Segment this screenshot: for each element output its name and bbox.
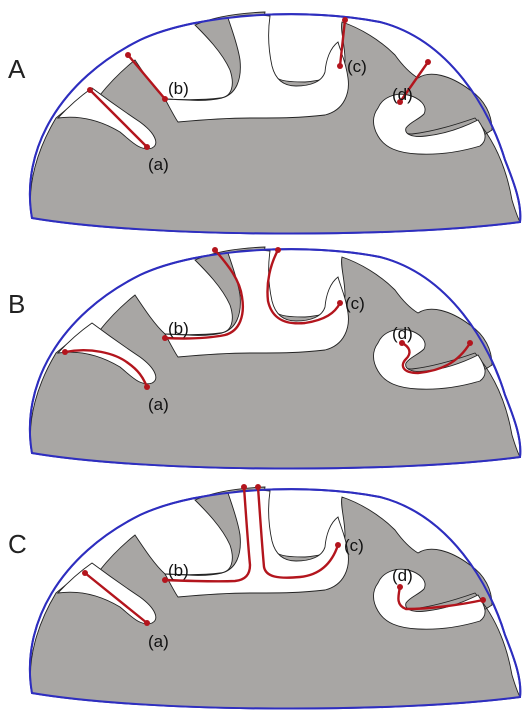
panel-b-dot-c1 bbox=[275, 247, 281, 253]
panel-b-point-a: (a) bbox=[148, 395, 169, 414]
panel-a-dot-c2 bbox=[337, 63, 343, 69]
panel-c-point-c: (c) bbox=[344, 536, 364, 555]
panel-a-dot-a2 bbox=[144, 144, 150, 150]
panel-a: A (a) (b) (c) (d) bbox=[8, 12, 520, 234]
panel-a-point-b: (b) bbox=[168, 79, 189, 98]
panel-c-dot-d2 bbox=[480, 597, 486, 603]
panel-a-dot-c1 bbox=[342, 17, 348, 23]
panel-c-dot-c2 bbox=[335, 542, 341, 548]
panel-b-point-d: (d) bbox=[392, 324, 413, 343]
panel-b-dot-a1 bbox=[62, 349, 68, 355]
panel-b-dot-b1 bbox=[212, 247, 218, 253]
panel-c-label: C bbox=[8, 529, 27, 559]
panel-c: C (a) (b) (c) (d) bbox=[8, 484, 520, 709]
panel-b-dot-d2 bbox=[467, 340, 473, 346]
panel-c-dot-a1 bbox=[82, 570, 88, 576]
panel-a-point-d: (d) bbox=[392, 85, 413, 104]
panel-c-point-a: (a) bbox=[148, 632, 169, 651]
panel-c-point-b: (b) bbox=[168, 561, 189, 580]
panel-b: B (a) (b) (c) (d) bbox=[8, 247, 520, 469]
panel-a-dot-a1 bbox=[87, 87, 93, 93]
panel-c-point-d: (d) bbox=[392, 566, 413, 585]
panel-c-dot-a2 bbox=[144, 620, 150, 626]
panel-a-dot-d1 bbox=[425, 59, 431, 65]
panel-c-dot-b1 bbox=[241, 484, 247, 490]
panel-a-point-a: (a) bbox=[148, 155, 169, 174]
panel-b-label: B bbox=[8, 289, 25, 319]
panel-a-dot-b1 bbox=[125, 52, 131, 58]
panel-a-label: A bbox=[8, 54, 26, 84]
panel-b-dot-a2 bbox=[144, 384, 150, 390]
panel-b-dot-c2 bbox=[337, 300, 343, 306]
panel-b-point-c: (c) bbox=[345, 294, 365, 313]
panel-b-point-b: (b) bbox=[168, 319, 189, 338]
panel-c-dot-c1 bbox=[255, 484, 261, 490]
panel-a-point-c: (c) bbox=[347, 57, 367, 76]
